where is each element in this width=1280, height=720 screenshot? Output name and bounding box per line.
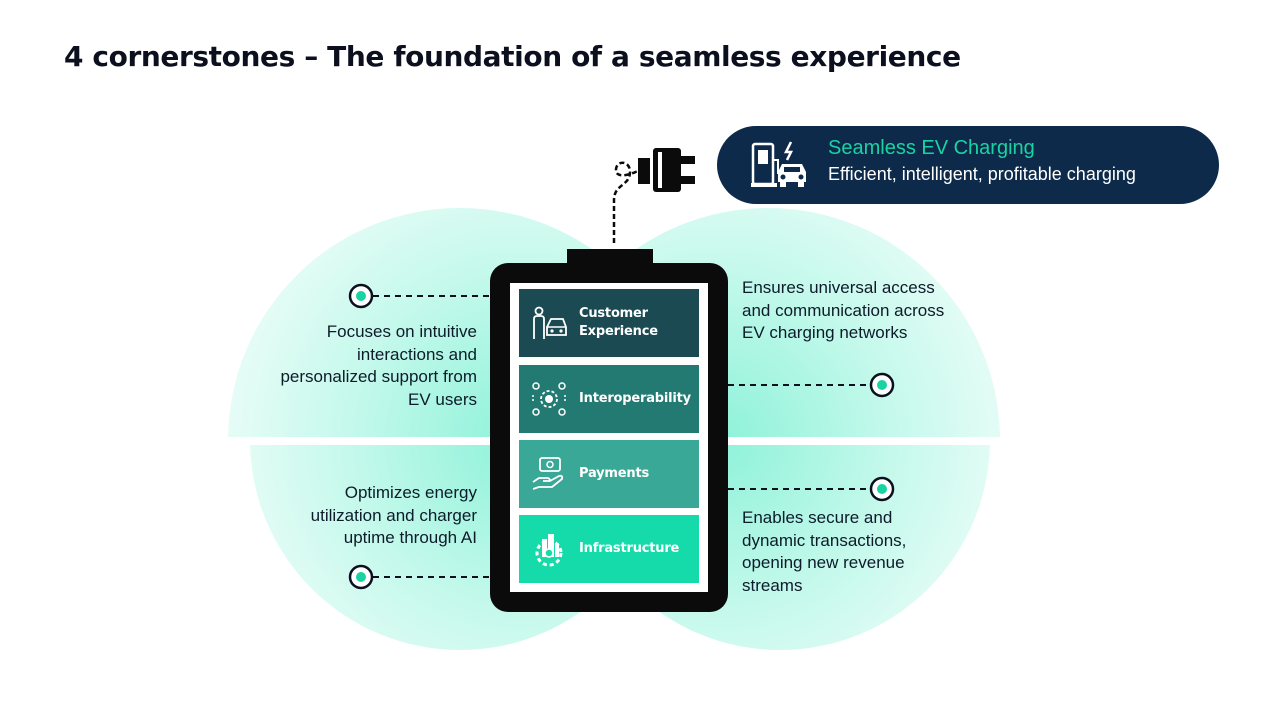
marker-top-left [348, 283, 374, 309]
cornerstone-label: Infrastructure [579, 541, 680, 556]
cornerstone-label: Payments [579, 466, 649, 481]
description-payments: Enables secure and dynamic transactions,… [742, 508, 907, 595]
banner-title: Seamless EV Charging [828, 137, 1035, 159]
person-car-icon [533, 306, 567, 339]
city-gear-icon [535, 534, 563, 567]
marker-bottom-left [348, 564, 374, 590]
description-customer-experience: Focuses on intuitive interactions and pe… [280, 322, 477, 409]
ev-charging-station-icon [751, 141, 806, 187]
banner-subtitle: Efficient, intelligent, profitable charg… [828, 164, 1136, 184]
page-title: 4 cornerstones – The foundation of a sea… [64, 40, 961, 73]
plug-icon [612, 148, 695, 243]
seamless-ev-charging-banner: Seamless EV Charging Efficient, intellig… [717, 126, 1219, 204]
network-gear-icon [532, 382, 566, 416]
cornerstone-interoperability: Interoperability [519, 365, 699, 433]
cornerstone-customer-experience: Customer Experience [519, 289, 699, 357]
marker-bottom-right [869, 476, 895, 502]
description-interoperability: Ensures universal access and communicati… [742, 278, 945, 342]
description-infrastructure: Optimizes energy utilization and charger… [310, 483, 477, 547]
marker-top-right [869, 372, 895, 398]
cornerstone-label: Customer Experience [579, 306, 658, 339]
cornerstone-payments: Payments [519, 440, 699, 508]
cornerstone-infrastructure: Infrastructure [519, 515, 699, 583]
hand-money-icon [532, 457, 564, 490]
cornerstone-label: Interoperability [579, 391, 691, 406]
